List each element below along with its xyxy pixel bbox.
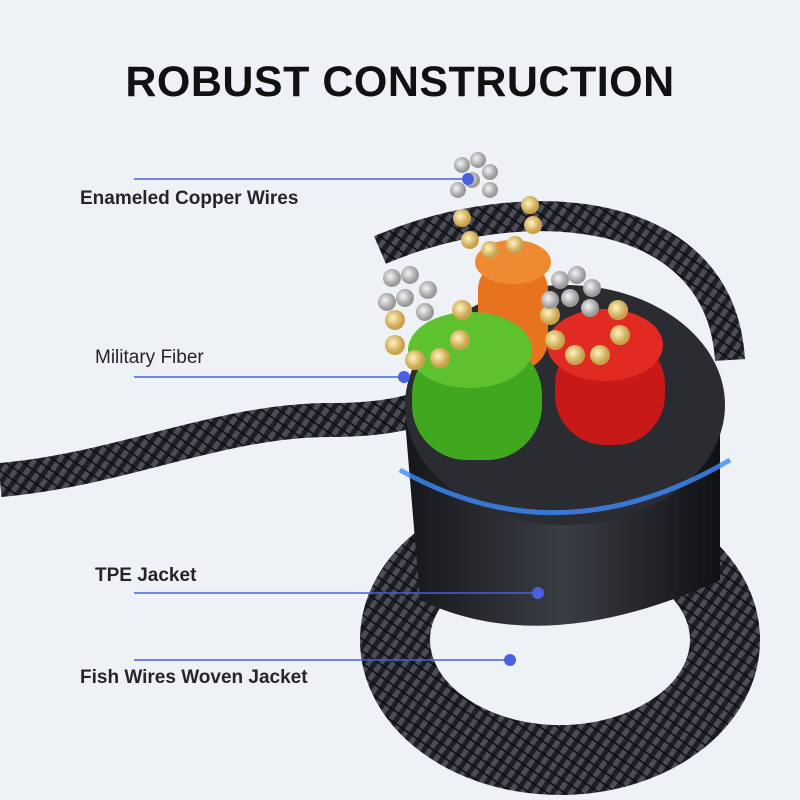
label-tpe-jacket: TPE Jacket [95, 565, 197, 586]
insulated-cores [408, 240, 665, 460]
callout-dots [398, 173, 544, 666]
label-enameled-copper-wires: Enameled Copper Wires [80, 188, 299, 209]
label-military-fiber: Military Fiber [95, 347, 204, 368]
callout-lines [134, 178, 538, 661]
label-fish-wires-woven-jacket: Fish Wires Woven Jacket [80, 667, 308, 688]
page-title: ROBUST CONSTRUCTION [125, 58, 675, 106]
copper-wire-bundles [378, 152, 630, 370]
